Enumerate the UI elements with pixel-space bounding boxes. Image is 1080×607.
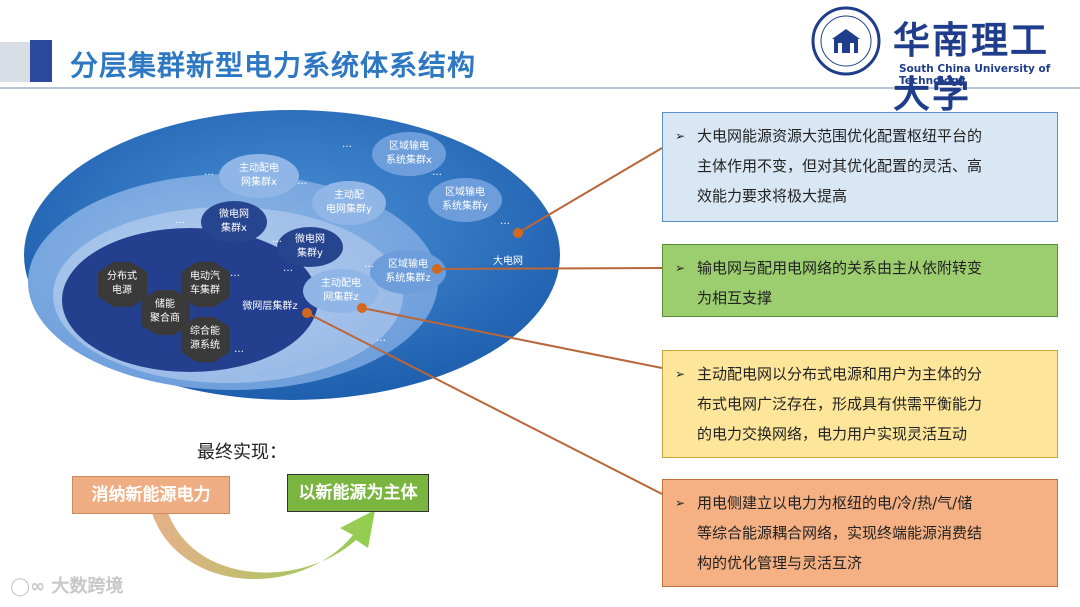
transition-arrow <box>150 507 375 580</box>
absorb-renewable-pill: 消纳新能源电力 <box>72 476 230 514</box>
connector-microgrid <box>306 312 663 495</box>
ellipsis-mark: … <box>204 167 214 178</box>
active-dist-x-label: 主动配电网集群x <box>239 163 279 188</box>
bulk-grid-label: 大电网 <box>493 256 523 267</box>
active-dist-z-node <box>303 269 379 313</box>
ellipsis-mark: … <box>376 333 386 344</box>
hex-integrated <box>181 317 230 362</box>
description-box-bulk-grid: ➢ 大电网能源资源大范围优化配置枢纽平台的 主体作用不变，但对其优化配置的灵活、… <box>662 112 1058 222</box>
regional-cluster-x-node <box>372 132 446 176</box>
connector-dot-regional <box>432 264 442 274</box>
hex-distributed-source <box>98 262 147 307</box>
header-divider <box>0 87 1080 89</box>
header-accent-light <box>0 42 30 82</box>
ellipsis-mark: … <box>500 216 510 227</box>
ellipsis-mark: … <box>234 344 244 355</box>
connector-dot-active <box>357 303 367 313</box>
renewable-mainstay-pill: 以新能源为主体 <box>287 474 429 512</box>
ellipsis-mark: … <box>230 268 240 279</box>
regional-cluster-x-label: 区域输电系统集群x <box>386 141 432 166</box>
active-dist-z-label: 主动配电网集群z <box>321 278 361 303</box>
microgrid-x-label: 微电网集群x <box>219 209 249 234</box>
connector-regional <box>436 267 663 270</box>
microgrid-layer-label: 微网层集群z <box>242 301 298 312</box>
connector-dot-bulk <box>513 228 523 238</box>
connector-active-dist <box>361 307 663 369</box>
ellipsis-mark: … <box>432 167 442 178</box>
bullet-arrow-icon: ➢ <box>675 129 686 143</box>
hex-storage <box>141 290 190 335</box>
ellipsis-mark: … <box>283 263 293 274</box>
watermark: ◯∞ 大数跨境 <box>10 576 124 597</box>
university-name-cn: 华南理工大学 <box>893 18 1049 116</box>
slide-title: 分层集群新型电力系统体系结构 <box>70 49 477 82</box>
description-box-transmission: ➢ 输电网与配用电网络的关系由主从依附转变 为相互支撑 <box>662 244 1058 317</box>
active-dist-y-node <box>312 181 386 225</box>
hex-distributed-label: 分布式电源 <box>107 271 137 296</box>
active-dist-y-label: 主动配电网集群y <box>326 190 372 215</box>
microgrid-y-node <box>277 227 343 267</box>
bullet-arrow-icon: ➢ <box>675 496 686 510</box>
ellipsis-mark: … <box>342 139 352 150</box>
hex-integrated-label: 综合能源系统 <box>190 326 220 351</box>
regional-cluster-z-label: 区域输电系统集群z <box>385 259 431 284</box>
ellipsis-mark: … <box>297 176 307 187</box>
hex-ev <box>181 262 230 307</box>
watermark-logo-icon: ◯∞ <box>10 576 46 597</box>
microgrid-y-label: 微电网集群y <box>295 234 325 259</box>
ellipsis-mark: … <box>272 234 282 245</box>
university-name-en: South China University of Technology <box>899 63 1051 87</box>
final-goal-label: 最终实现： <box>197 442 287 463</box>
bullet-arrow-icon: ➢ <box>675 261 686 275</box>
hex-ev-label: 电动汽车集群 <box>190 271 220 296</box>
microgrid-x-node <box>201 201 267 243</box>
header-accent-dark <box>30 40 52 82</box>
slide-header: 分层集群新型电力系统体系结构 华南理工大学 South China Univer… <box>0 0 1080 116</box>
regional-cluster-y-label: 区域输电系统集群y <box>442 187 488 212</box>
connector-bulk-grid <box>517 147 663 234</box>
connector-dot-micro <box>302 308 312 318</box>
regional-cluster-y-node <box>428 178 502 222</box>
hex-storage-label: 储能聚合商 <box>150 299 180 324</box>
description-box-demand-side: ➢ 用电侧建立以电力为枢纽的电/冷/热/气/储 等综合能源耦合网络，实现终端能源… <box>662 479 1058 587</box>
ellipsis-mark: … <box>364 259 374 270</box>
regional-cluster-z-node <box>370 250 446 294</box>
active-dist-x-node <box>219 154 299 198</box>
ellipsis-mark: … <box>175 215 185 226</box>
bullet-arrow-icon: ➢ <box>675 367 686 381</box>
description-box-active-distribution: ➢ 主动配电网以分布式电源和用户为主体的分 布式电网广泛存在，形成具有供需平衡能… <box>662 350 1058 458</box>
university-seal-icon <box>811 6 881 76</box>
